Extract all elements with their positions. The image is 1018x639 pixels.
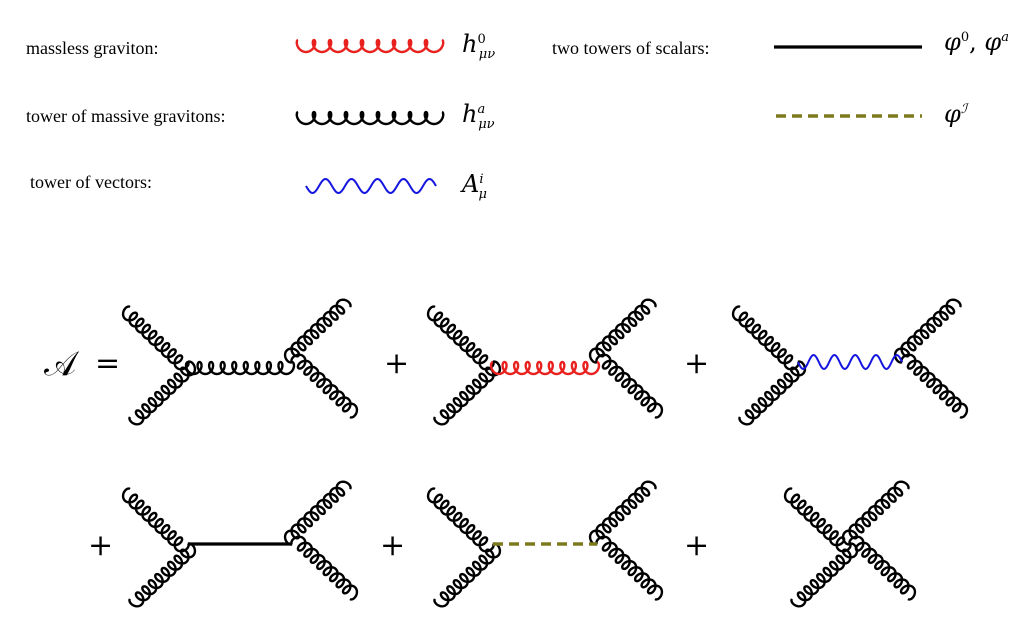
external-leg-top-right [283,298,352,364]
symbol-h0-base: h [462,30,478,58]
diagram-exchange-scalar [121,480,359,608]
symbol-A-base: A [462,170,480,198]
legend-massless-graviton-label: massless graviton: [26,38,159,58]
external-leg-top-right [893,298,962,364]
external-leg-bottom-left [738,360,807,426]
plus-sign-4: + [380,528,406,563]
plus-sign-3: + [88,528,114,563]
external-leg-bottom-right [900,353,969,419]
external-leg-bottom-left [433,360,502,426]
symbol-phiI: φℐ [944,100,967,128]
symbol-h0-sup: 0 [477,32,486,47]
diagram-exchange-massless-graviton [426,298,664,426]
symbol-h0: h0μν [462,30,495,62]
symbol-A: Aiμ [462,170,487,202]
symbol-phia-sup: a [1001,30,1009,45]
external-leg-bottom-right [290,535,359,601]
diagram-exchange-vector [731,298,969,426]
symbol-ha: haμν [462,100,495,132]
symbol-ha-base: h [462,100,478,128]
external-leg-bottom-right [595,535,664,601]
symbol-phi: φ0, φa [944,28,1009,56]
legend-line-vector [305,177,437,195]
external-leg-bottom-left [128,360,197,426]
external-leg-top-right [588,480,657,546]
plus-sign-1: + [384,346,410,381]
legend-scalars-label: two towers of scalars: [552,38,710,58]
external-leg-top-left [121,305,190,371]
external-leg-top-left [783,487,852,553]
legend-massive-graviton-label: tower of massive gravitons: [26,106,226,126]
external-leg-bottom-right [290,353,359,419]
external-leg-top-left [426,487,495,553]
symbol-phi0-sup: 0 [960,30,970,45]
legend-vector-label: tower of vectors: [30,172,152,192]
plus-sign-2: + [684,346,710,381]
symbol-ha-sup: a [477,102,486,117]
external-leg-top-right [283,480,352,546]
symbol-phia-base: φ [984,28,1002,56]
external-leg-bottom-left [128,542,197,608]
symbol-phiI-base: φ [944,100,961,128]
external-leg-top-right [841,480,910,546]
symbol-phiI-sup: ℐ [960,102,967,117]
external-leg-bottom-right [848,535,917,601]
external-leg-top-left [121,487,190,553]
symbol-phi-sep: , [969,28,977,56]
symbol-h0-sub: μν [478,46,496,62]
diagram-contact [783,480,917,608]
equals-sign: = [95,346,121,381]
diagram-exchange-scalar-I [426,480,664,608]
external-leg-top-left [731,305,800,371]
external-leg-bottom-right [595,353,664,419]
external-leg-bottom-left [433,542,502,608]
external-leg-top-right [588,298,657,364]
internal-propagator-coil [489,360,601,376]
legend-line-gravitonA [295,110,445,126]
internal-propagator-wave [797,353,903,371]
diagram-exchange-massive-graviton [121,298,359,426]
symbol-phi0-base: φ [944,28,961,56]
internal-propagator-coil [184,360,296,376]
symbol-A-sup: i [479,172,484,187]
symbol-ha-sub: μν [478,116,495,132]
legend-line-graviton0 [295,38,445,54]
plus-sign-5: + [684,528,710,563]
external-leg-bottom-left [790,542,859,608]
amplitude-symbol: 𝒜 [44,344,77,384]
symbol-A-sub: μ [478,186,487,202]
external-leg-top-left [426,305,495,371]
